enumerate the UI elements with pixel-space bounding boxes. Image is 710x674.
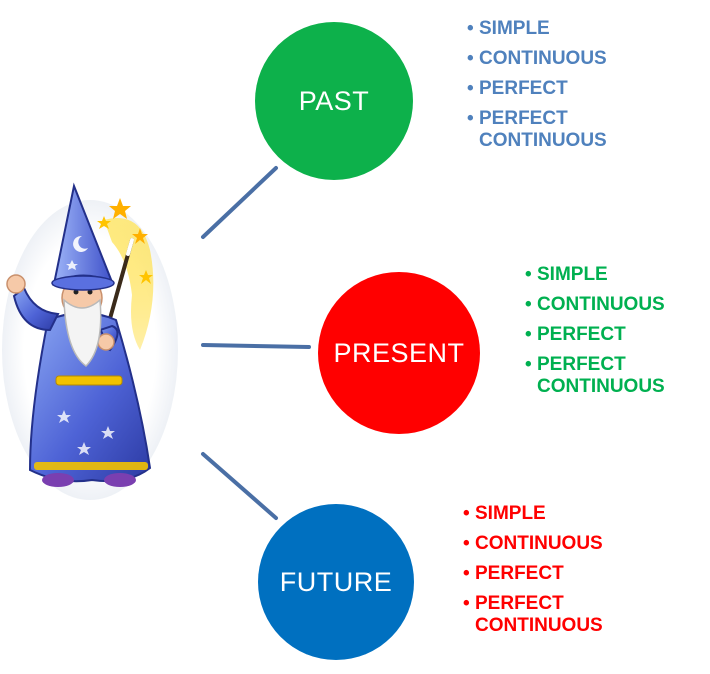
list-item-text: SIMPLE	[475, 503, 546, 524]
future-tense-list: •SIMPLE •CONTINUOUS •PERFECT •PERFECT CO…	[463, 503, 645, 645]
bullet: •	[525, 264, 532, 285]
bullet: •	[467, 108, 474, 129]
future-label: FUTURE	[279, 566, 393, 597]
wizard-shoe	[42, 473, 74, 487]
past-tense-list: •SIMPLE •CONTINUOUS •PERFECT •PERFECT CO…	[467, 18, 649, 160]
list-item: •SIMPLE	[463, 503, 645, 525]
wizard-robe-trim	[34, 462, 148, 470]
list-item: •SIMPLE	[467, 18, 649, 40]
list-item-text: PERFECT CONTINUOUS	[479, 108, 607, 151]
present-tense-list: •SIMPLE •CONTINUOUS •PERFECT •PERFECT CO…	[525, 264, 707, 406]
star-icon	[97, 216, 111, 229]
star-icon	[77, 442, 91, 455]
bullet: •	[525, 324, 532, 345]
list-item-text: PERFECT	[479, 78, 568, 99]
list-item: •PERFECT	[467, 78, 649, 100]
future-circle: FUTURE	[258, 504, 414, 660]
wizard-left-hand	[6, 274, 26, 294]
past-label: PAST	[298, 85, 370, 116]
star-icon	[101, 426, 115, 439]
wizard-eye	[87, 289, 93, 295]
list-item: •PERFECT	[525, 324, 707, 346]
list-item: •CONTINUOUS	[467, 48, 649, 70]
list-item-text: PERFECT	[537, 324, 626, 345]
star-icon	[132, 228, 148, 244]
bullet: •	[525, 354, 532, 375]
list-item: •PERFECT	[463, 563, 645, 585]
bullet: •	[463, 503, 470, 524]
bullet: •	[467, 48, 474, 69]
star-icon	[109, 198, 131, 219]
list-item-text: SIMPLE	[537, 264, 608, 285]
connector-future	[201, 452, 278, 520]
star-icon	[139, 270, 153, 284]
list-item: •CONTINUOUS	[463, 533, 645, 555]
wand-tip	[126, 238, 134, 256]
star-icon	[57, 410, 71, 423]
list-item: •PERFECT CONTINUOUS	[525, 354, 707, 398]
list-item: •CONTINUOUS	[525, 294, 707, 316]
wizard-shoe	[104, 473, 136, 487]
bullet: •	[463, 533, 470, 554]
sparkle-trail	[104, 218, 154, 350]
wizard-illustration	[2, 182, 178, 500]
present-label: PRESENT	[333, 337, 465, 368]
wizard-hat-brim	[51, 275, 115, 291]
connector-past	[201, 166, 278, 239]
list-item-text: PERFECT	[475, 563, 564, 584]
bullet: •	[467, 18, 474, 39]
list-item-text: SIMPLE	[479, 18, 550, 39]
list-item: •PERFECT CONTINUOUS	[463, 593, 645, 637]
wizard-belt	[55, 375, 123, 386]
list-item: •PERFECT CONTINUOUS	[467, 108, 649, 152]
past-circle: PAST	[255, 22, 413, 180]
star-icon	[66, 260, 78, 270]
wizard-right-hand	[97, 333, 115, 351]
bullet: •	[467, 78, 474, 99]
moon-icon	[73, 235, 88, 252]
bullet: •	[463, 593, 470, 614]
wizard-beard	[63, 298, 102, 367]
list-item-text: CONTINUOUS	[475, 533, 603, 554]
wizard-eye	[73, 289, 79, 295]
present-circle: PRESENT	[318, 272, 480, 434]
list-item-text: CONTINUOUS	[537, 294, 665, 315]
bullet: •	[463, 563, 470, 584]
list-item-text: CONTINUOUS	[479, 48, 607, 69]
connector-present	[201, 343, 311, 349]
list-item-text: PERFECT CONTINUOUS	[537, 354, 665, 397]
list-item-text: PERFECT CONTINUOUS	[475, 593, 603, 636]
list-item: •SIMPLE	[525, 264, 707, 286]
bullet: •	[525, 294, 532, 315]
